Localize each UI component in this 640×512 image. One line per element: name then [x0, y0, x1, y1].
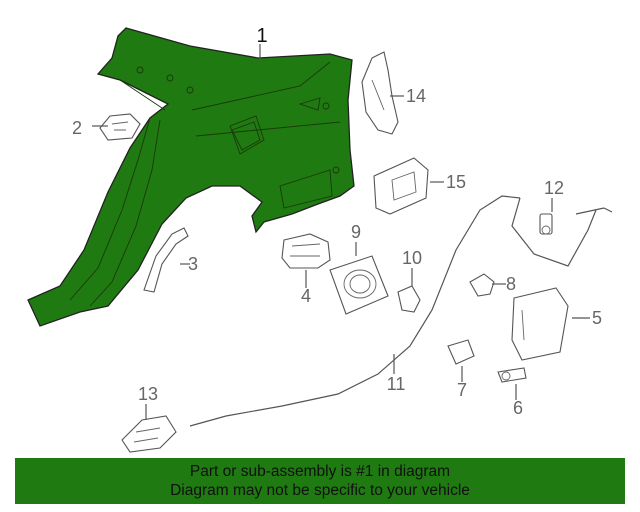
callout-7: 7	[457, 380, 467, 400]
actuator-part-12[interactable]	[539, 207, 613, 235]
callout-2: 2	[72, 118, 82, 138]
callout-8: 8	[506, 274, 516, 294]
filler-pocket-part-15[interactable]	[373, 157, 429, 215]
release-cable-part-11[interactable]	[189, 195, 597, 427]
assembly-notice-line: Part or sub-assembly is #1 in diagram	[189, 463, 451, 480]
fuel-door-part-5[interactable]	[511, 287, 569, 361]
bump-stop-part-8[interactable]	[469, 273, 495, 297]
callout-11: 11	[387, 374, 406, 394]
callout-9: 9	[351, 222, 361, 242]
callout-15: 15	[446, 172, 466, 192]
bracket-part-4[interactable]	[281, 233, 331, 269]
bolt-part-6[interactable]	[497, 367, 527, 383]
parts-diagram: 1 2 3 4 5 6 7 8 9 10 11 12 13 14 15	[27, 25, 613, 453]
callout-10: 10	[402, 248, 422, 268]
callout-4: 4	[301, 286, 311, 306]
bracket-part-10[interactable]	[397, 285, 421, 313]
callout-3: 3	[188, 254, 198, 274]
callout-6: 6	[513, 398, 523, 418]
reinforcement-part-14[interactable]	[361, 51, 399, 135]
assembly-notice-banner: Part or sub-assembly is #1 in diagram Di…	[15, 458, 625, 504]
release-handle-part-13[interactable]	[121, 415, 177, 453]
disclaimer-line: Diagram may not be specific to your vehi…	[170, 482, 470, 499]
clip-part-2[interactable]	[99, 113, 141, 141]
callout-5: 5	[592, 308, 602, 328]
callout-14: 14	[406, 86, 426, 106]
callout-1: 1	[256, 25, 267, 47]
fuel-housing-part-9[interactable]	[329, 255, 389, 315]
quarter-panel-part-1[interactable]	[27, 27, 355, 327]
clip-part-7[interactable]	[447, 339, 475, 365]
callout-13: 13	[138, 384, 158, 404]
seal-part-3[interactable]	[143, 227, 189, 293]
callout-12: 12	[544, 178, 564, 198]
